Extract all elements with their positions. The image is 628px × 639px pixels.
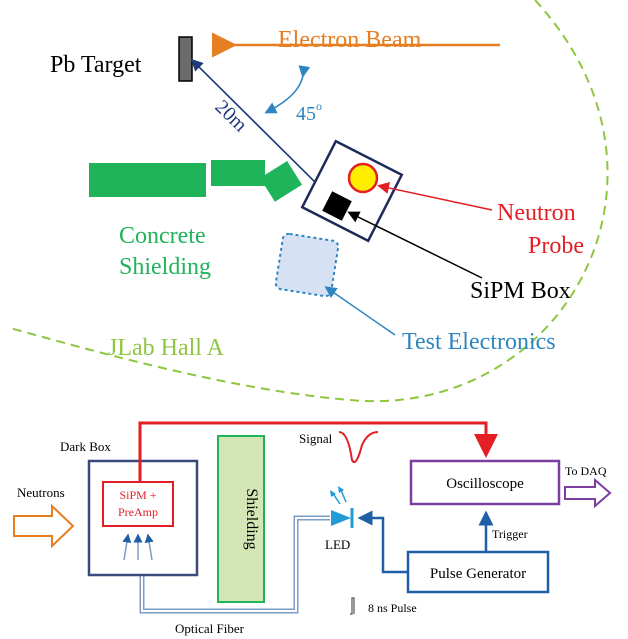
distance-label: 20m — [211, 96, 252, 137]
sipm-box-block — [322, 191, 352, 221]
neutron-probe-detector — [347, 162, 379, 194]
signal-label: Signal — [299, 431, 333, 446]
angle-arc — [264, 65, 311, 114]
photon-arrows — [122, 533, 154, 561]
test-electronics-block — [274, 232, 340, 298]
signal-pulse-icon — [338, 431, 379, 464]
neutron-probe-enclosure — [300, 139, 404, 243]
optical-fiber-core — [141, 517, 330, 612]
test-electronics-arrow — [324, 286, 396, 336]
pulse-generator-label: Pulse Generator — [430, 566, 526, 582]
sipm-box-label: SiPM Box — [470, 278, 571, 304]
shielding-block — [217, 435, 265, 603]
sipm-preamp-label-line2: PreAmp — [118, 505, 158, 519]
angle-label: 45o — [296, 99, 322, 125]
oscilloscope-box — [409, 459, 561, 506]
dark-box-label: Dark Box — [60, 439, 111, 454]
concrete-block-2 — [211, 160, 265, 186]
neutron-probe-label-line1: Neutron — [497, 200, 576, 226]
concrete-block-3 — [260, 161, 302, 202]
pulse-shape-icon — [350, 597, 355, 615]
shielding-label: Shielding — [243, 488, 260, 549]
sipm-preamp-label-line1: SiPM + — [119, 488, 156, 502]
hall-boundary-arc — [9, 0, 609, 403]
distance-line-tip — [192, 60, 328, 195]
pulse-label: 8 ns Pulse — [368, 601, 417, 615]
concrete-label-line1: Concrete — [119, 223, 206, 249]
to-daq-arrow — [564, 477, 612, 509]
sipm-preamp-box — [102, 481, 174, 527]
angle-value: 45 — [296, 103, 316, 125]
neutrons-label: Neutrons — [17, 485, 65, 500]
concrete-label-line2: Shielding — [119, 254, 211, 280]
concrete-block-1 — [89, 163, 206, 197]
pulse-to-led-line — [357, 510, 408, 574]
pb-target-label: Pb Target — [50, 52, 142, 78]
pulse-generator-box — [406, 550, 550, 594]
hall-label: JLab Hall A — [108, 335, 225, 361]
neutron-probe-arrow — [377, 182, 493, 211]
to-daq-label: To DAQ — [565, 464, 607, 478]
test-electronics-label: Test Electronics — [402, 329, 556, 355]
neutrons-arrow — [13, 503, 75, 549]
neutron-probe-label-line2: Probe — [528, 233, 584, 259]
pb-target-block — [178, 36, 193, 82]
oscilloscope-label: Oscilloscope — [446, 476, 524, 492]
trigger-label: Trigger — [492, 527, 528, 541]
electron-beam-label: Electron Beam — [278, 27, 422, 53]
signal-line — [138, 421, 498, 482]
optical-fiber-label: Optical Fiber — [175, 621, 245, 636]
angle-degree: o — [316, 99, 322, 113]
led-icon — [330, 486, 354, 528]
led-label: LED — [325, 537, 350, 552]
sipm-box-arrow — [347, 211, 483, 279]
